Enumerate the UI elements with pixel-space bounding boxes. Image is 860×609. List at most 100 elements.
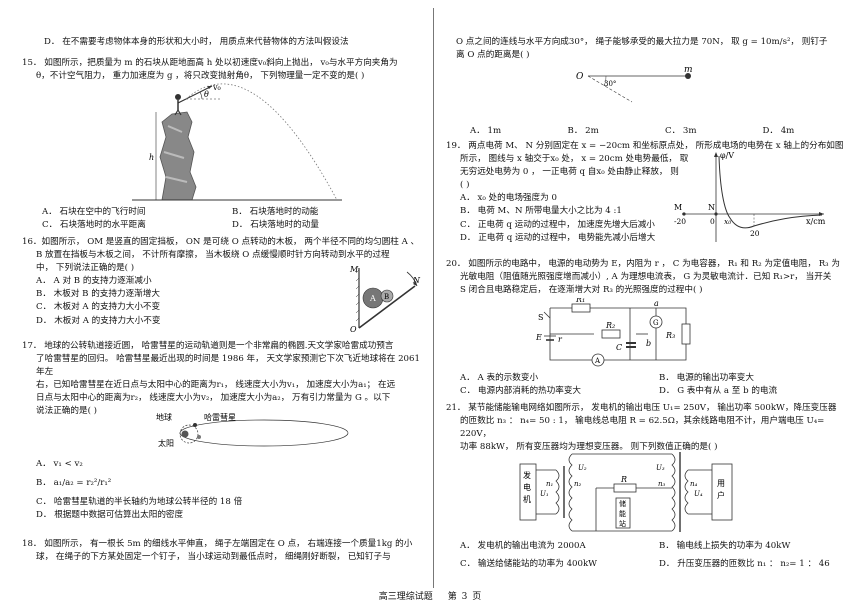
- q19-option-a: A． x₀ 处的电场强度为 0: [460, 193, 557, 204]
- q18-option-a: A． 1m: [470, 126, 502, 136]
- q21-text-2: 的匝数比 n₃ ： n₄= 50 : 1， 输电线总电阻 R = 62.5Ω，其…: [460, 416, 825, 440]
- q21-text-1: 21． 某节能储能输电网络如图所示， 发电机的输出电压 U₁= 250V， 输出…: [446, 403, 837, 413]
- user-label-1: 用: [717, 479, 725, 488]
- q17-figure: 地球 哈雷彗星 太阳: [156, 412, 349, 448]
- r2-label: R₂: [605, 321, 615, 330]
- q17-option-c: C． 哈雷彗星轨道的半长轴约为地球公转半径的 18 倍: [36, 497, 243, 508]
- v0-label: v₀: [212, 83, 221, 92]
- generator-label-2: 电: [523, 482, 531, 492]
- exam-title: 高三理综试题: [378, 592, 433, 602]
- q20-circuit: S E r R₁ R₂ R₃ C A G a b: [536, 298, 691, 367]
- angle-label: 30°: [604, 80, 616, 88]
- question-17: 17． 地球的公转轨道接近圆， 哈雷彗星的运动轨道则是一个非常扁的椭圆.天文学家…: [22, 340, 420, 419]
- question-21: 21． 某节能储能输电网络如图所示， 发电机的输出电压 U₁= 250V， 输出…: [446, 402, 844, 454]
- q17-options: A． v₁ < v₂ B． a₁/a₂ = r₂²/r₁² C． 哈雷彗星轨道的…: [36, 458, 420, 522]
- q18-options: A． 1m B． 2m C． 3m D． 4m: [456, 125, 860, 138]
- u4-label: U₄: [694, 490, 703, 498]
- earth-label: 地球: [156, 412, 172, 422]
- q15-text-1: 15． 如图所示，把质量为 m 的石块从距地面高 h 处以初速度v₀斜向上抛出，…: [22, 58, 398, 68]
- galvanometer-label: G: [653, 319, 659, 327]
- question-18: 18． 如图所示， 有一根长 5m 的细线水平伸直， 绳子左端固定在 O 点， …: [22, 538, 420, 564]
- q21-text-3: 功率 88kW， 所有变压器均为理想变压器。 则下列数值正确的是( ): [460, 442, 718, 453]
- q17-text-3: 右，已知哈雷彗星在近日点与太阳中心的距离为r₁， 线速度大小为v₁， 加速度大小…: [36, 380, 396, 391]
- switch-label: S: [538, 313, 543, 322]
- o-label: O: [576, 72, 584, 82]
- q19-text-1: 19． 两点电荷 M、 N 分别固定在 x = −20cm 和坐标原点处， 所形…: [446, 141, 844, 151]
- q19-potential-graph: φ/V x/cm M N -20 0 x₀ 20: [674, 151, 826, 242]
- q19-option-d: D． 正电荷 q 运动的过程中， 电势能先减小后增大: [460, 232, 656, 243]
- n-label: N: [412, 276, 421, 285]
- q17-text-1: 17． 地球的公转轨道接近圆， 哈雷彗星的运动轨道则是一个非常扁的椭圆.天文学家…: [22, 341, 394, 351]
- r1-label: R₁: [575, 298, 585, 304]
- q18-text-4: 离 O 点的距离是( ): [456, 50, 530, 61]
- generator-label-3: 机: [523, 494, 531, 504]
- point-b-label: b: [646, 339, 651, 348]
- tick-zero: 0: [710, 217, 715, 226]
- page-suffix: 页: [472, 592, 482, 602]
- q15-figure: v₀ θ h: [132, 83, 342, 201]
- q19-text-4: ( ): [460, 180, 470, 191]
- q18-option-b: B． 2m: [567, 126, 599, 136]
- q20-option-b: B． 电源的输出功率变大: [659, 373, 754, 383]
- page-prefix: 第: [447, 592, 457, 602]
- u2-label: U₂: [578, 464, 587, 472]
- q19-option-b: B． 电荷 M、N 所带电量大小之比为 4 :1: [460, 206, 622, 217]
- q17-text-5: 说法正确的是( ): [36, 406, 97, 417]
- q17-option-b: B． a₁/a₂ = r₂²/r₁²: [36, 478, 112, 489]
- q19-text-3: 无穷远处电势为 0 ， 一正电荷 q 自x₀ 处由静止释放， 则: [460, 167, 679, 178]
- n3-label: n₃: [658, 480, 666, 488]
- q20-option-d: D． G 表中有从 a 至 b 的电流: [659, 386, 778, 397]
- left-column: D． 在不需要考虑物体本身的形状和大小时， 用质点来代替物体的方法叫假设法 15…: [22, 0, 421, 562]
- storage-label-3: 站: [619, 519, 626, 528]
- m-label: M: [349, 265, 359, 274]
- q16-text-1: 16．如图所示， OM 是竖直的固定挡板， ON 是可绕 O 点转动的木板， 两…: [22, 237, 420, 247]
- x-axis-label: x/cm: [806, 217, 826, 226]
- theta-label: θ: [204, 90, 209, 99]
- q21-options: A． 发电机的输出电流为 2000A B． 输电线上损失的功率为 40kW C．…: [446, 540, 858, 571]
- a-label: A: [369, 294, 376, 303]
- user-label-2: 户: [717, 490, 725, 500]
- ammeter-label: A: [594, 357, 601, 365]
- o-label: O: [350, 325, 357, 334]
- question-19: 19． 两点电荷 M、 N 分别固定在 x = −20cm 和坐标原点处， 所形…: [446, 140, 844, 245]
- q16-option-a: A． A 对 B 的支持力逐渐减小: [36, 276, 152, 287]
- tick-minus20: -20: [674, 217, 686, 226]
- q15-option-c: C． 石块落地时的水平距离: [42, 220, 146, 231]
- question-15: 15． 如图所示，把质量为 m 的石块从距地面高 h 处以初速度v₀斜向上抛出，…: [22, 57, 420, 83]
- page-footer: 高三理综试题 第 3 页: [0, 589, 860, 602]
- page-indicator: 第 3 页: [448, 592, 482, 602]
- q16-figure: M N O A B: [349, 265, 421, 334]
- q18-figure: O 30° m: [576, 66, 693, 103]
- q19-text-2: 所示， 图线与 x 轴交于x₀ 处， x = 20cm 处电势最低， 取: [460, 154, 689, 165]
- q18-option-c: C． 3m: [665, 126, 697, 136]
- tick-x0: x₀: [724, 217, 731, 226]
- q14-option-d: D． 在不需要考虑物体本身的形状和大小时， 用质点来代替物体的方法叫假设法: [44, 37, 349, 47]
- q16-option-c: C． 木板对 A 的支持力大小不变: [36, 302, 161, 313]
- q21-option-a: A． 发电机的输出电流为 2000A: [460, 541, 586, 551]
- page-number: 3: [461, 592, 468, 602]
- sun-label: 太阳: [158, 438, 174, 448]
- q15-option-a: A． 石块在空中的飞行时间: [42, 207, 146, 217]
- charge-n-label: N: [708, 203, 715, 212]
- b-label: B: [384, 293, 389, 301]
- storage-label-1: 储: [619, 499, 626, 508]
- q20-text-3: S 闭合且电路稳定后， 在逐渐增大对 R₃ 的光照强度的过程中( ): [460, 285, 703, 296]
- q20-text-2: 光敏电阻（阻值随光照强度增而减小）, A 为理想电流表， G 为灵敏电流计．已知…: [460, 272, 832, 283]
- q17-option-a: A． v₁ < v₂: [36, 459, 83, 469]
- q18-option-d: D． 4m: [762, 126, 795, 136]
- point-a-label: a: [654, 299, 659, 308]
- q21-transmission-diagram: 发 电 机 储 能 站 用 户 R U₁ U₂ U₃ U₄ n₁ n₂ n₃ n…: [519, 452, 733, 532]
- emf-label: E: [536, 333, 542, 342]
- n1-label: n₁: [546, 480, 554, 488]
- resistor-label: R: [620, 475, 627, 484]
- q17-option-d: D． 根据题中数据可估算出太阳的密度: [36, 510, 184, 521]
- m-label: m: [684, 66, 693, 75]
- q18-text-3: O 点之间的连线与水平方向成30°， 绳子能够承受的最大拉力是 70N， 取 g…: [456, 37, 828, 47]
- q15-text-2: θ，不计空气阻力， 重力加速度为 g ，将只改变抛射角θ， 下列物理量一定不变的…: [36, 71, 365, 82]
- column-divider: [433, 8, 434, 588]
- q20-option-c: C． 电源内部消耗的热功率变大: [460, 386, 582, 397]
- q16-text-3: 中， 下列说法正确的是( ): [36, 263, 135, 274]
- storage-label-2: 能: [619, 509, 626, 518]
- q20-text-1: 20． 如图所示的电路中， 电源的电动势为 E，内阻为 r ， C 为电容器， …: [446, 259, 840, 269]
